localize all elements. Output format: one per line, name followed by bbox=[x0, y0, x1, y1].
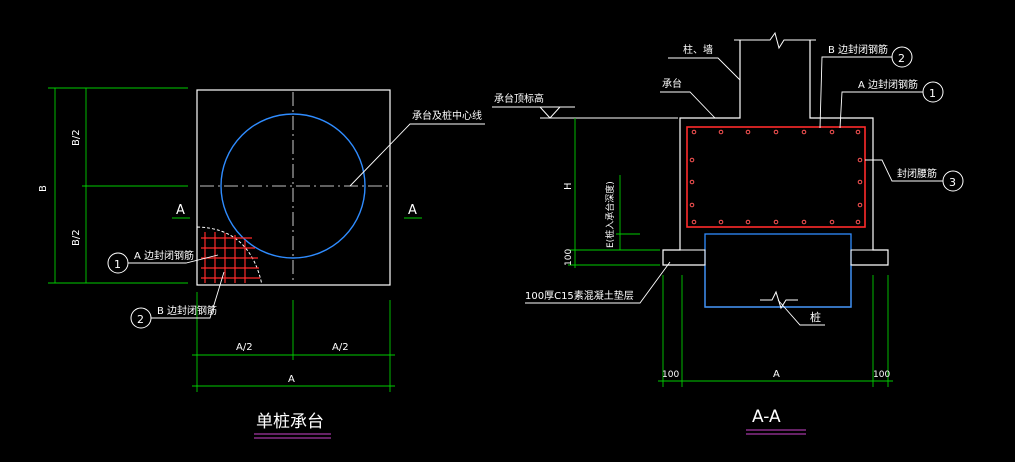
dim-100-right: 100 bbox=[873, 370, 890, 380]
break-line-top bbox=[734, 31, 816, 50]
cap-outline-plan bbox=[196, 89, 391, 286]
dim-b-half-bottom: B/2 bbox=[71, 229, 82, 246]
dim-b: B bbox=[38, 185, 49, 192]
dim-100-left: 100 bbox=[662, 370, 679, 380]
section-title: A-A bbox=[752, 407, 781, 427]
label-cap: 承台 bbox=[662, 77, 682, 90]
callout-1-number-plan: 1 bbox=[114, 258, 121, 271]
label-cap-top-elev: 承台顶标高 bbox=[494, 92, 544, 105]
break-line-pile bbox=[760, 290, 798, 310]
section-mark-left: A bbox=[176, 203, 185, 218]
dim-a-section: A bbox=[773, 369, 780, 380]
label-column-wall: 柱、墙 bbox=[683, 43, 713, 56]
callout-2-label-plan: B 边封闭钢筋 bbox=[157, 304, 217, 317]
dim-e: E(桩入承台深度) bbox=[604, 181, 616, 248]
plan-view: 承台及桩中心线 B/2 B/2 B A/2 A/2 A A A 1 bbox=[38, 87, 485, 439]
pile-rect bbox=[704, 233, 852, 308]
callout-2-number-plan: 2 bbox=[137, 313, 144, 326]
callout-3-number-section: 3 bbox=[949, 176, 956, 189]
label-pile: 桩 bbox=[810, 310, 821, 324]
callout-1-label-section: A 边封闭钢筋 bbox=[858, 78, 918, 91]
dim-a-half-right: A/2 bbox=[332, 342, 349, 353]
dim-section-vertical bbox=[568, 118, 660, 268]
cushion-left bbox=[662, 249, 706, 266]
column-cap-outline bbox=[662, 40, 889, 308]
dim-a-group bbox=[192, 292, 395, 392]
dim-a-half-left: A/2 bbox=[236, 342, 253, 353]
callout-2-label-section: B 边封闭钢筋 bbox=[828, 43, 888, 56]
dim-b-group bbox=[48, 87, 188, 284]
cushion-right bbox=[850, 249, 889, 266]
label-cushion: 100厚C15素混凝土垫层 bbox=[525, 289, 634, 302]
section-view: 柱、墙 承台 承台顶标高 H E(桩入承台深度) 100 100厚C15素混凝土… bbox=[492, 31, 964, 435]
dim-h: H bbox=[563, 182, 574, 190]
dim-100-side: 100 bbox=[564, 249, 574, 266]
callout-1-number-section: 1 bbox=[929, 87, 936, 100]
dim-b-half-top: B/2 bbox=[71, 129, 82, 146]
dim-a: A bbox=[288, 374, 295, 385]
pile-circle bbox=[220, 113, 366, 259]
rebar-dots bbox=[689, 129, 863, 225]
section-mark-right: A bbox=[408, 203, 417, 218]
callout-3-label-section: 封闭腰筋 bbox=[897, 167, 937, 180]
rebar-cutaway bbox=[196, 226, 263, 286]
callout-1-label-plan: A 边封闭钢筋 bbox=[134, 249, 194, 262]
dim-section-bottom bbox=[658, 275, 893, 387]
leader-pile-center bbox=[349, 123, 485, 187]
label-pile-center: 承台及桩中心线 bbox=[412, 109, 482, 122]
rebar-cage bbox=[686, 126, 866, 228]
plan-title: 单桩承台 bbox=[256, 412, 324, 432]
callout-2-number-section: 2 bbox=[898, 52, 905, 65]
